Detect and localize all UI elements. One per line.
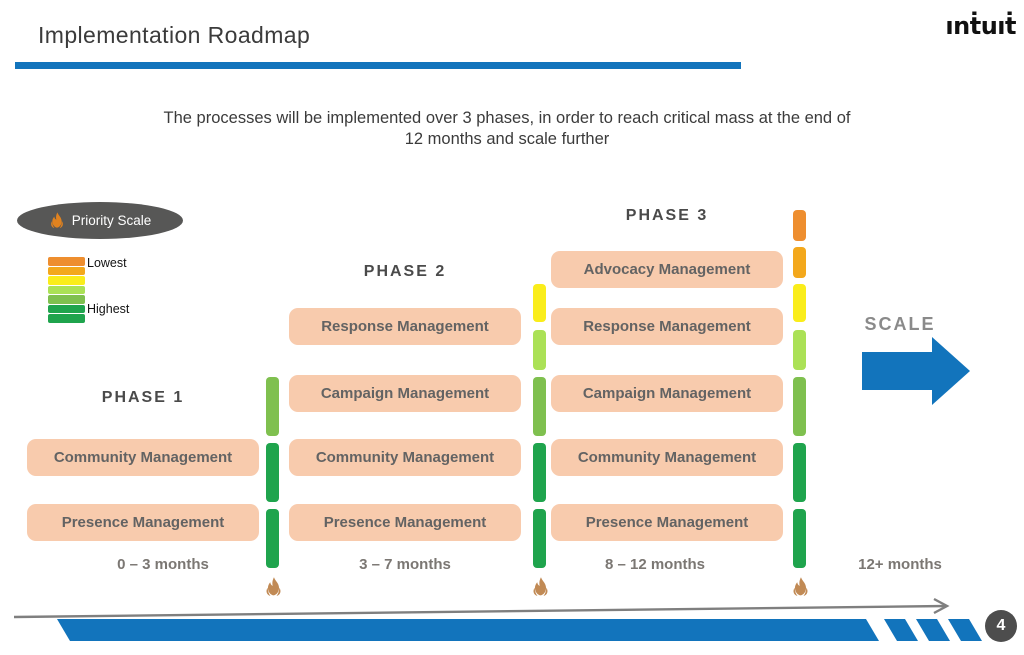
phase3-advocacy-management-box: Advocacy Management: [551, 251, 783, 288]
priority-strip-segment: [266, 509, 279, 568]
legend-color-bar: [48, 266, 85, 275]
page-number-badge: 4: [985, 610, 1017, 642]
priority-strip-segment: [793, 443, 806, 502]
chevron-stripe: [884, 619, 918, 641]
phase3-community-management-box: Community Management: [551, 439, 783, 476]
priority-strip-segment: [266, 377, 279, 436]
priority-scale-label: Priority Scale: [71, 213, 152, 228]
scale-arrow-icon: [862, 337, 970, 405]
footer-bar-main: [57, 619, 879, 641]
intuit-logo: ınṫuıṫ: [945, 12, 1016, 40]
footer-bar: [57, 619, 982, 641]
legend-color-bar: [48, 257, 85, 266]
phase1-presence-management-box: Presence Management: [27, 504, 259, 541]
phase2-header: PHASE 2: [363, 263, 447, 280]
phase3-timeframe: 8 – 12 months: [604, 556, 706, 573]
priority-strip-segment: [793, 377, 806, 436]
legend-color-bar: [48, 295, 85, 304]
chevron-stripe: [948, 619, 982, 641]
priority-strip-segment: [266, 443, 279, 502]
priority-strip-segment: [533, 377, 546, 436]
phase1-timeframe: 0 – 3 months: [117, 556, 209, 573]
legend-color-bar: [48, 276, 85, 285]
priority-strip-segment: [793, 509, 806, 568]
priority-strip-segment: [793, 247, 806, 278]
phase1-header: PHASE 1: [101, 389, 185, 406]
legend-lowest-label: Lowest: [87, 256, 127, 270]
legend-color-bar: [48, 314, 85, 323]
chevron-stripe: [916, 619, 950, 641]
phase1-community-management-box: Community Management: [27, 439, 259, 476]
flame-icon: [49, 212, 65, 230]
phase2-campaign-management-box: Campaign Management: [289, 375, 521, 412]
priority-legend-bars: [48, 257, 85, 323]
legend-highest-label: Highest: [87, 302, 130, 316]
phase3-campaign-management-box: Campaign Management: [551, 375, 783, 412]
scale-label: SCALE: [864, 314, 936, 334]
legend-color-bar: [48, 285, 85, 294]
scale-timeframe: 12+ months: [858, 556, 942, 573]
timeline-arrow: [13, 597, 950, 619]
page-number: 4: [996, 617, 1006, 634]
title-underline: [15, 62, 741, 69]
priority-strip-segment: [793, 284, 806, 322]
subtitle: The processes will be implemented over 3…: [163, 109, 851, 149]
phase2-presence-management-box: Presence Management: [289, 504, 521, 541]
phase3-presence-management-box: Presence Management: [551, 504, 783, 541]
phase2-response-management-box: Response Management: [289, 308, 521, 345]
priority-strip-segment: [533, 443, 546, 502]
priority-strip-segment: [793, 210, 806, 241]
priority-strip-segment: [533, 330, 546, 370]
phase2-community-management-box: Community Management: [289, 439, 521, 476]
phase3-response-management-box: Response Management: [551, 308, 783, 345]
priority-strip-segment: [533, 284, 546, 322]
legend-color-bar: [48, 304, 85, 313]
priority-strip-segment: [533, 509, 546, 568]
priority-scale-badge: Priority Scale: [17, 202, 183, 239]
priority-strip-segment: [793, 330, 806, 370]
phase3-header: PHASE 3: [625, 207, 709, 224]
page-title: Implementation Roadmap: [38, 22, 311, 48]
phase2-timeframe: 3 – 7 months: [359, 556, 451, 573]
